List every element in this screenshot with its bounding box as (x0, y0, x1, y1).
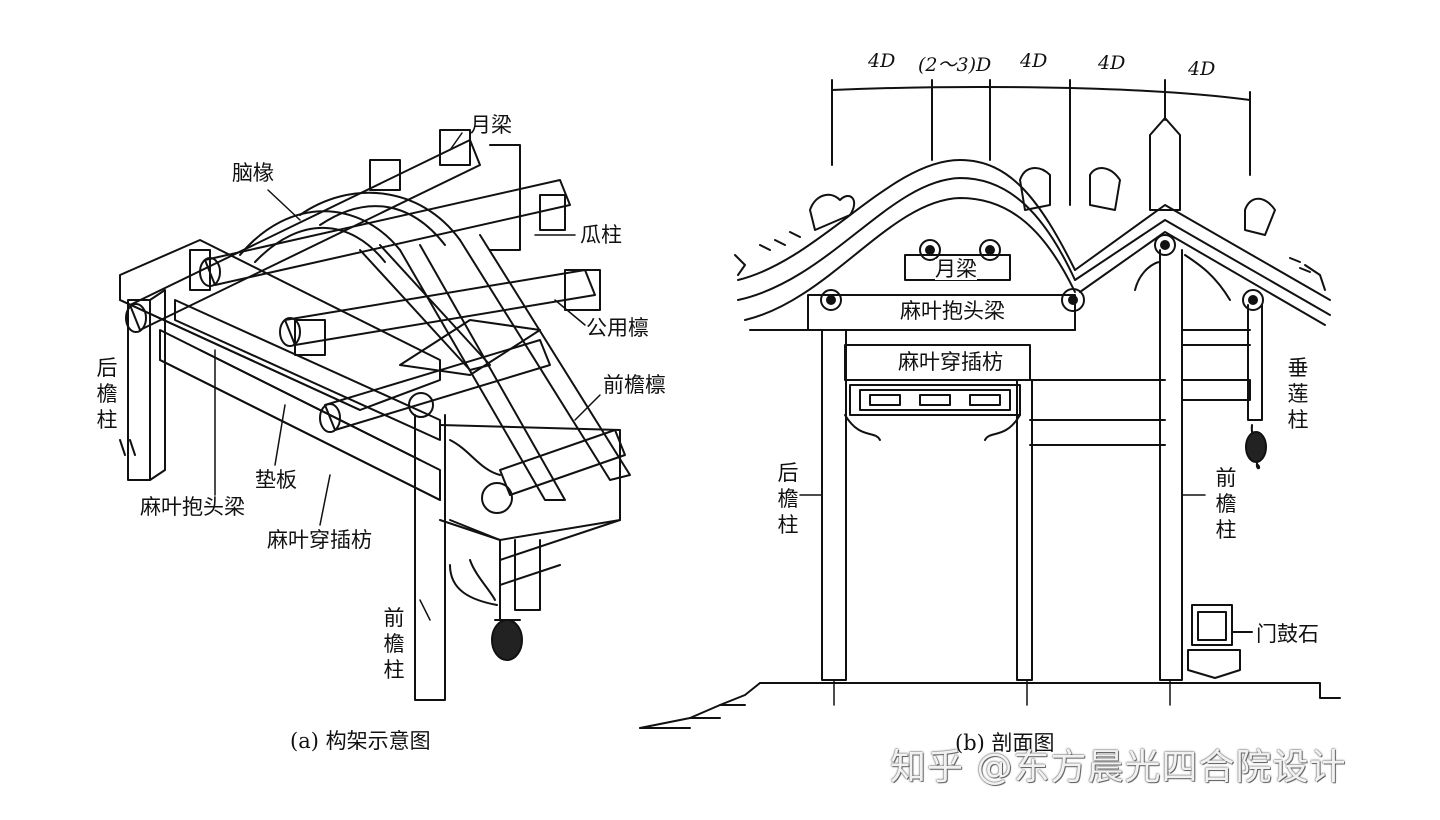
label-mengushi: 门鼓石 (1256, 622, 1319, 646)
label-mayechuanchafang-right: 麻叶穿插枋 (898, 350, 1003, 374)
label-qianyanzhu-right: 前檐柱 (1215, 466, 1237, 542)
label-mayebaotouliang-left: 麻叶抱头梁 (140, 495, 245, 519)
label-mayebaotouliang-right: 麻叶抱头梁 (900, 299, 1005, 323)
label-mayechuanchafang-left: 麻叶穿插枋 (267, 528, 372, 552)
label-houyanzhu-right: 后檐柱 (777, 461, 799, 537)
label-yueliang-right: 月梁 (935, 257, 977, 281)
label-qianyanzhu-left: 前檐柱 (383, 606, 405, 682)
section-drawing (639, 79, 1341, 729)
dimension-1: 4D (868, 50, 896, 72)
left-leader-lines (214, 132, 601, 621)
label-naochuan: 脑椽 (232, 161, 274, 185)
label-houyanzhu-left: 后檐柱 (96, 356, 118, 432)
label-gongyonglin: 公用檩 (586, 316, 649, 340)
label-dianban: 垫板 (255, 468, 297, 492)
dimension-3: 4D (1020, 50, 1048, 72)
label-chuilianzhu: 垂莲柱 (1287, 356, 1309, 432)
caption-right: (b) 剖面图 (955, 731, 1055, 755)
watermark: 知乎 @东方晨光四合院设计 (890, 747, 1347, 788)
label-yueliang-left: 月梁 (470, 113, 512, 137)
dimension-2: (2～3)D (918, 54, 992, 76)
frame-isometric-drawing (119, 129, 631, 701)
dimension-5: 4D (1188, 58, 1216, 80)
label-guazhu: 瓜柱 (580, 223, 622, 247)
dimension-4: 4D (1098, 52, 1126, 74)
caption-left: (a) 构架示意图 (290, 729, 431, 753)
label-qianyanlin: 前檐檩 (603, 373, 666, 397)
